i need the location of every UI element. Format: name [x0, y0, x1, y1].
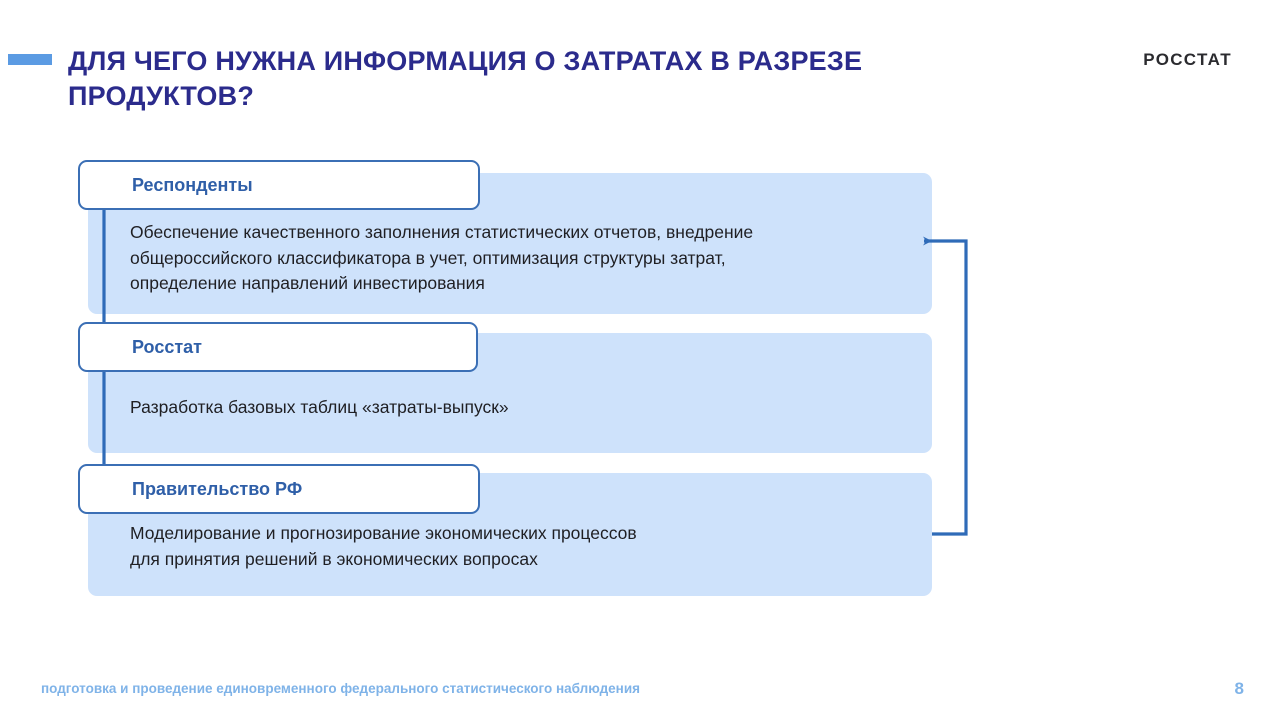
panel-body-government: Моделирование и прогнозирование экономич…: [130, 523, 637, 569]
page-title: ДЛЯ ЧЕГО НУЖНА ИНФОРМАЦИЯ О ЗАТРАТАХ В Р…: [68, 46, 863, 111]
panel-header-label-government: Правительство РФ: [132, 478, 303, 499]
panel-body-rosstat: Разработка базовых таблиц «затраты-выпус…: [130, 397, 509, 417]
panel-header-label-respondents: Респонденты: [132, 174, 253, 195]
panel-body-respondents: Обеспечение качественного заполнения ста…: [130, 222, 754, 294]
panel-header-respondents[interactable]: Респонденты: [78, 160, 480, 210]
panel-header-rosstat[interactable]: Росстат: [78, 322, 478, 372]
title-accent-dash: [8, 54, 52, 65]
panel-header-government[interactable]: Правительство РФ: [78, 464, 480, 514]
page-number: 8: [1234, 679, 1244, 698]
panel-respondents: Обеспечение качественного заполнения ста…: [88, 173, 932, 314]
brand-logo: РОССТАТ: [1143, 50, 1232, 69]
panel-header-label-rosstat: Росстат: [132, 336, 202, 357]
footer-caption: подготовка и проведение единовременного …: [41, 681, 640, 696]
